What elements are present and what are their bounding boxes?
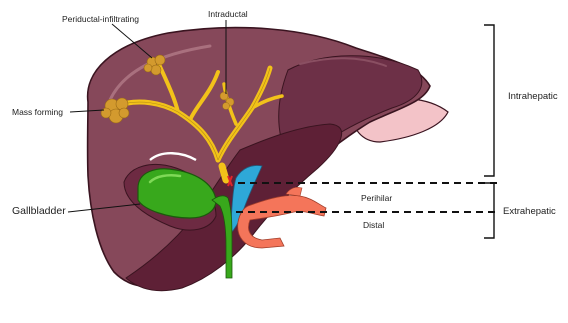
gallbladder-label: Gallbladder — [12, 205, 66, 217]
extrahepatic-bracket — [484, 183, 494, 238]
intrahepatic-bracket — [484, 25, 494, 176]
mass-forming-label: Mass forming — [12, 107, 63, 117]
distal-label: Distal — [363, 220, 384, 230]
intrahepatic-label: Intrahepatic — [508, 91, 558, 102]
extrahepatic-label: Extrahepatic — [503, 206, 556, 217]
perihilar-label: Perihilar — [361, 193, 392, 203]
intraductal-label: Intraductal — [208, 9, 248, 19]
periductal-label: Periductal-infiltrating — [62, 14, 139, 24]
